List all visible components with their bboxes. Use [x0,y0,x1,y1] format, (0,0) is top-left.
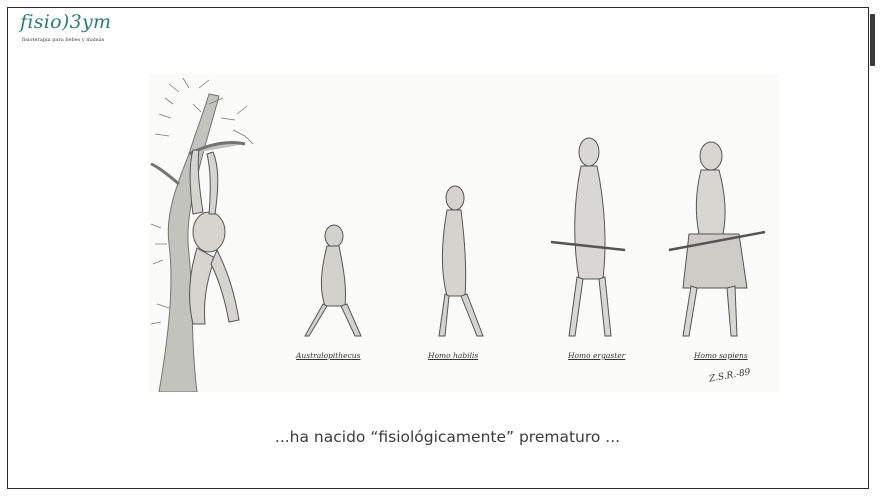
label-homo-ergaster: Homo ergaster [568,351,626,360]
gibbon-figure [189,149,240,325]
label-homo-habilis: Homo habilis [428,351,479,360]
brand-logo: fisio)3ym fisioterapia para bebes y mamá… [14,11,144,54]
slide-caption: ...ha nacido “fisiológicamente” prematur… [274,428,621,446]
tree-foliage [150,77,254,325]
label-australopithecus: Australopithecus [296,351,361,360]
logo-tagline: fisioterapia para bebes y mamás [22,37,105,43]
australopithecus-figure [304,224,362,337]
tree-trunk [150,93,246,392]
scrollbar-thumb[interactable] [870,14,875,66]
homo-ergaster-figure [550,137,626,337]
side-panel [869,0,895,496]
homo-sapiens-figure [668,141,766,337]
evolution-illustration [149,74,779,392]
evolution-drawing [150,77,766,392]
logo-wordmark: fisio)3ym [20,11,112,33]
label-homo-sapiens: Homo sapiens [694,351,748,360]
homo-habilis-figure [438,185,484,337]
